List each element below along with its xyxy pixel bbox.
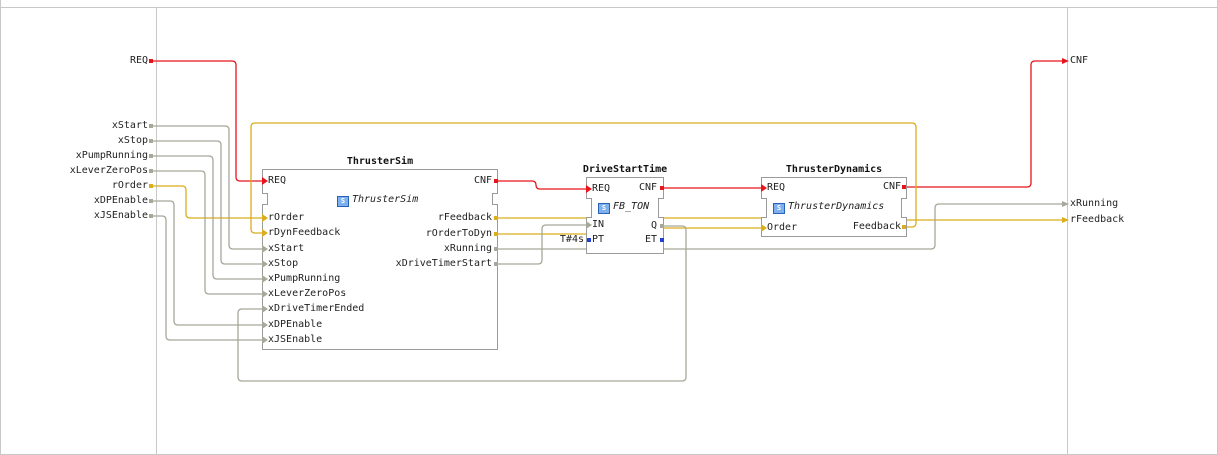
thrusterdynamics-instance-name[interactable]: ThrusterDynamics: [785, 164, 883, 175]
thrusterdynamics-pin-order[interactable]: Order: [767, 222, 798, 233]
interface-input-xstop[interactable]: xStop: [117, 135, 148, 146]
interface-output-cnf[interactable]: CNF: [1070, 55, 1089, 66]
wire-dynamics-cnf-to-interface: [906, 60, 1066, 188]
drivestarttime-pin-q[interactable]: Q: [650, 220, 657, 231]
thrustersim-pin-xdrivetimerstart[interactable]: xDriveTimerStart: [395, 258, 492, 269]
drivestarttime-pin-pt[interactable]: PT: [592, 234, 605, 245]
thrustersim-pin-rorder[interactable]: rOrder: [268, 212, 305, 223]
interface-input-xdpenable[interactable]: xDPEnable: [93, 195, 148, 206]
wire-xleverzeropos: [152, 170, 262, 295]
thrustersim-pin-xdpenable[interactable]: xDPEnable: [268, 319, 323, 330]
thrustersim-pin-rfeedback[interactable]: rFeedback: [437, 212, 492, 223]
thrustersim-pin-xstart[interactable]: xStart: [268, 243, 305, 254]
interface-input-xstart[interactable]: xStart: [111, 120, 148, 131]
drivestarttime-pin-req[interactable]: REQ: [592, 183, 611, 194]
drivestarttime-pin-et[interactable]: ET: [644, 234, 657, 245]
wire-rorder: [152, 185, 262, 219]
wire-xdpenable: [152, 200, 262, 326]
wire-q-to-xdrivetimerended: [237, 225, 687, 382]
wire-thrustersim-cnf-to-drivestarttime: [497, 180, 586, 190]
drivestarttime-pin-cnf[interactable]: CNF: [638, 182, 657, 193]
wire-xpumprunning: [152, 155, 262, 280]
thrusterdynamics-type-name: ThrusterDynamics: [788, 201, 885, 212]
drivestarttime-type-name: FB_TON: [613, 201, 650, 212]
interface-input-xleverzeropos[interactable]: xLeverZeroPos: [69, 165, 148, 176]
interface-input-rorder[interactable]: rOrder: [111, 180, 148, 191]
interface-input-xpumprunning[interactable]: xPumpRunning: [75, 150, 148, 161]
interface-input-xjsenable[interactable]: xJSEnable: [93, 210, 148, 221]
block-bodies: [262, 169, 907, 350]
wire-xstart: [152, 125, 262, 250]
drivestarttime-instance-name[interactable]: DriveStartTime: [582, 164, 668, 175]
thrusterdynamics-block: [761, 177, 907, 237]
thrustersim-pin-xjsenable[interactable]: xJSEnable: [268, 334, 323, 345]
wire-feedback-loop: [250, 122, 917, 234]
wire-xstop: [152, 140, 262, 265]
wire-xjsenable: [152, 215, 262, 341]
thrustersim-pin-rdynfeedback[interactable]: rDynFeedback: [268, 227, 341, 238]
thrusterdynamics-pin-feedback[interactable]: Feedback: [852, 221, 901, 232]
drivestarttime-block: [586, 177, 664, 254]
wire-req-to-thrustersim: [152, 60, 262, 182]
fb-type-icon: S: [598, 203, 610, 214]
thrusterdynamics-pin-req[interactable]: REQ: [767, 182, 786, 193]
wire-xdrivetimerstart-to-in: [497, 224, 586, 265]
thrustersim-pin-xrunning[interactable]: xRunning: [443, 243, 492, 254]
thrustersim-type-name: ThrusterSim: [352, 194, 419, 205]
thrustersim-pin-xstop[interactable]: xStop: [268, 258, 299, 269]
thrustersim-pin-rordertodyn[interactable]: rOrderToDyn: [425, 228, 492, 239]
thrustersim-pin-req[interactable]: REQ: [268, 175, 287, 186]
interface-output-xrunning[interactable]: xRunning: [1070, 198, 1119, 209]
interface-input-req[interactable]: REQ: [129, 55, 148, 66]
thrustersim-pin-xleverzeropos[interactable]: xLeverZeroPos: [268, 288, 347, 299]
interface-output-rfeedback[interactable]: rFeedback: [1070, 214, 1125, 225]
thrustersim-instance-name[interactable]: ThrusterSim: [346, 156, 414, 167]
thrusterdynamics-pin-cnf[interactable]: CNF: [882, 181, 901, 192]
thrustersim-pin-xdrivetimerended[interactable]: xDriveTimerEnded: [268, 303, 365, 314]
pin-markers: [149, 58, 1069, 344]
drivestarttime-pin-in[interactable]: IN: [592, 219, 605, 230]
wire-xrunning-out: [497, 203, 1066, 250]
fb-type-icon: S: [773, 203, 785, 214]
thrustersim-pin-xpumprunning[interactable]: xPumpRunning: [268, 273, 341, 284]
thrustersim-pin-cnf[interactable]: CNF: [473, 175, 492, 186]
pt-constant-value[interactable]: T#4s: [559, 234, 584, 245]
fb-type-icon: S: [337, 196, 349, 207]
thrustersim-block: [262, 169, 498, 350]
